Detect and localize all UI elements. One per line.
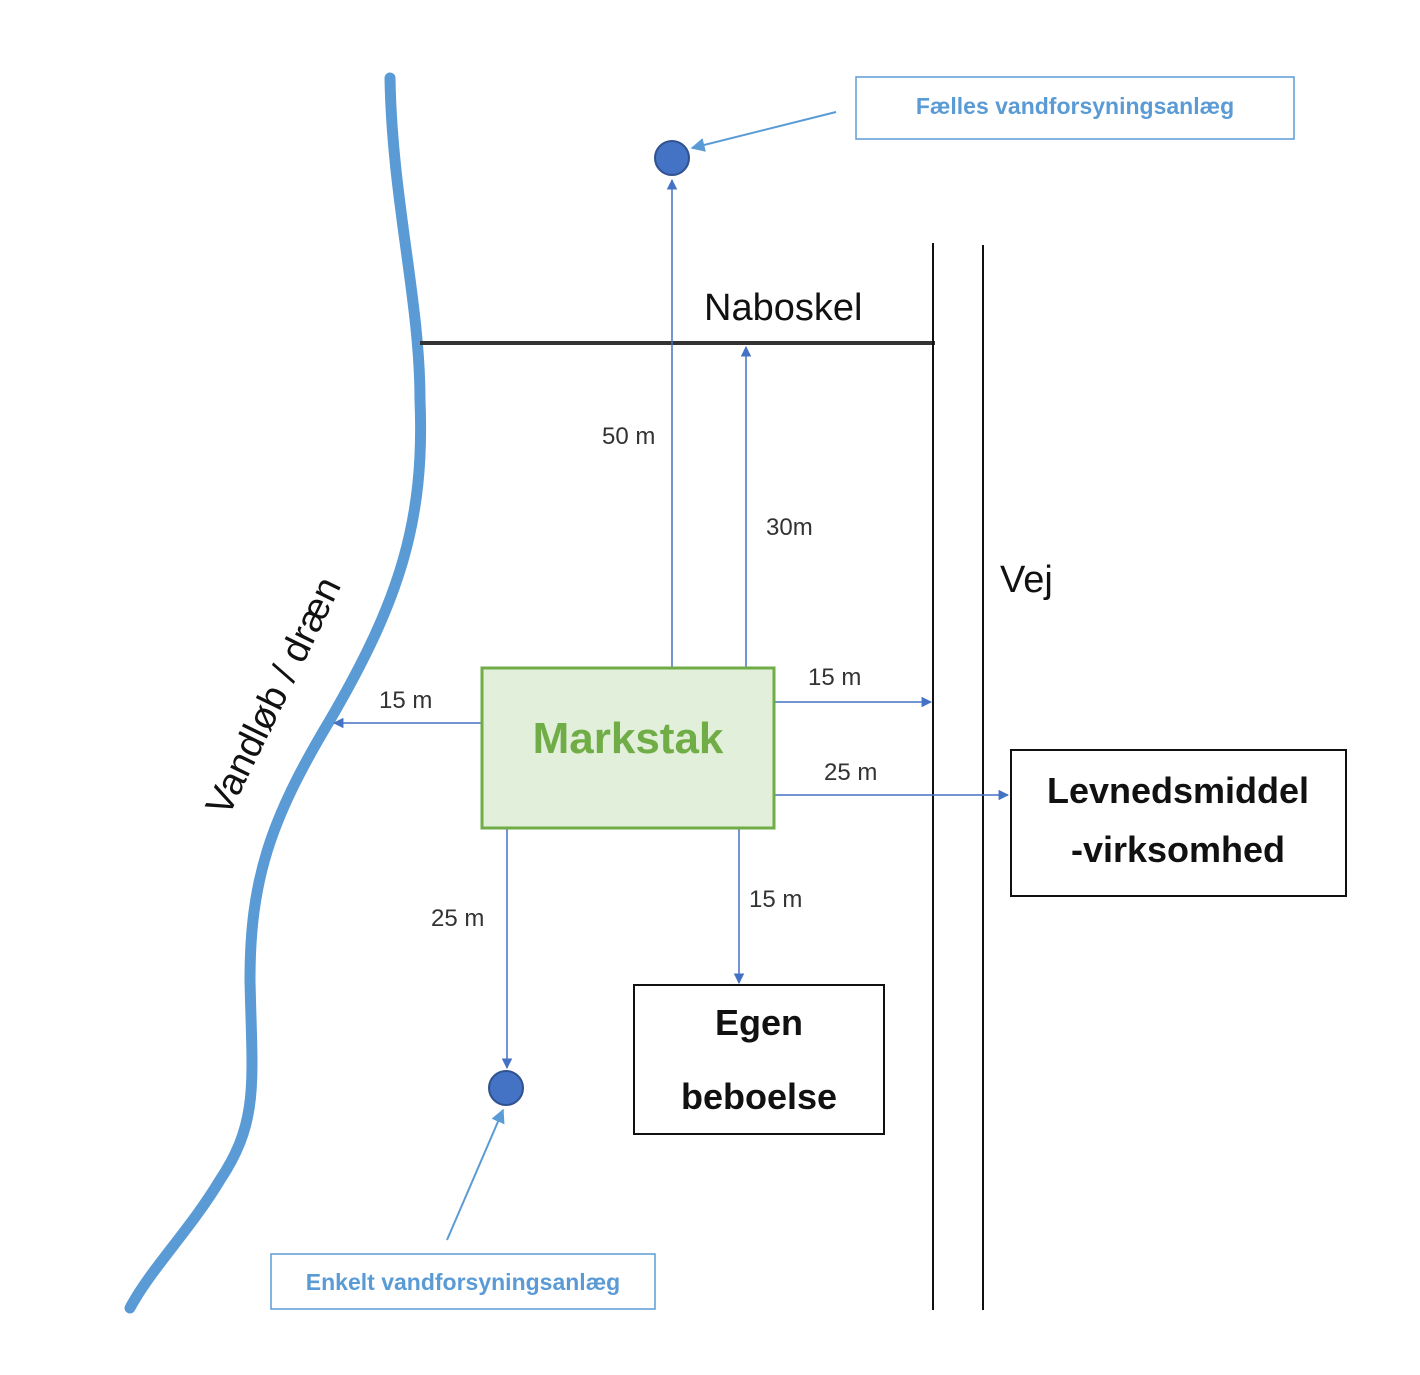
distance-to-vej: 15 m <box>808 664 861 691</box>
distance-to-faelles: 50 m <box>602 423 655 450</box>
levnedsmiddel-label-line1: Levnedsmiddel <box>1047 770 1309 811</box>
faelles-pointer <box>690 111 837 152</box>
distance-to-enkelt: 25 m <box>431 905 484 932</box>
vej-label: Vej <box>1000 559 1053 601</box>
distance-to-levnedsmiddel: 25 m <box>824 759 877 786</box>
enkelt-well-icon <box>488 1070 524 1106</box>
enkelt-callout-label: Enkelt vandforsyningsanlæg <box>306 1269 620 1295</box>
enkelt-callout-box <box>270 1253 656 1310</box>
vandloeb-label: Vandløb / dræn <box>198 571 349 822</box>
egen-beboelse-label-line2: beboelse <box>681 1076 837 1117</box>
levnedsmiddel-box <box>1010 749 1347 897</box>
levnedsmiddel-label-line2: -virksomhed <box>1071 829 1285 870</box>
naboskel-label: Naboskel <box>704 287 862 329</box>
enkelt-pointer <box>446 1108 505 1241</box>
faelles-callout-box <box>855 76 1295 140</box>
distance-to-vandloeb: 15 m <box>379 687 432 714</box>
egen-beboelse-label-line1: Egen <box>715 1002 803 1043</box>
markstak-label: Markstak <box>533 714 724 763</box>
distance-to-egen: 15 m <box>749 886 802 913</box>
faelles-well-icon <box>654 140 690 176</box>
faelles-callout-label: Fælles vandforsyningsanlæg <box>916 93 1234 119</box>
distance-to-naboskel: 30m <box>766 514 813 541</box>
river-line <box>124 72 427 1314</box>
egen-beboelse-box <box>633 984 885 1135</box>
markstak-box <box>480 666 776 830</box>
